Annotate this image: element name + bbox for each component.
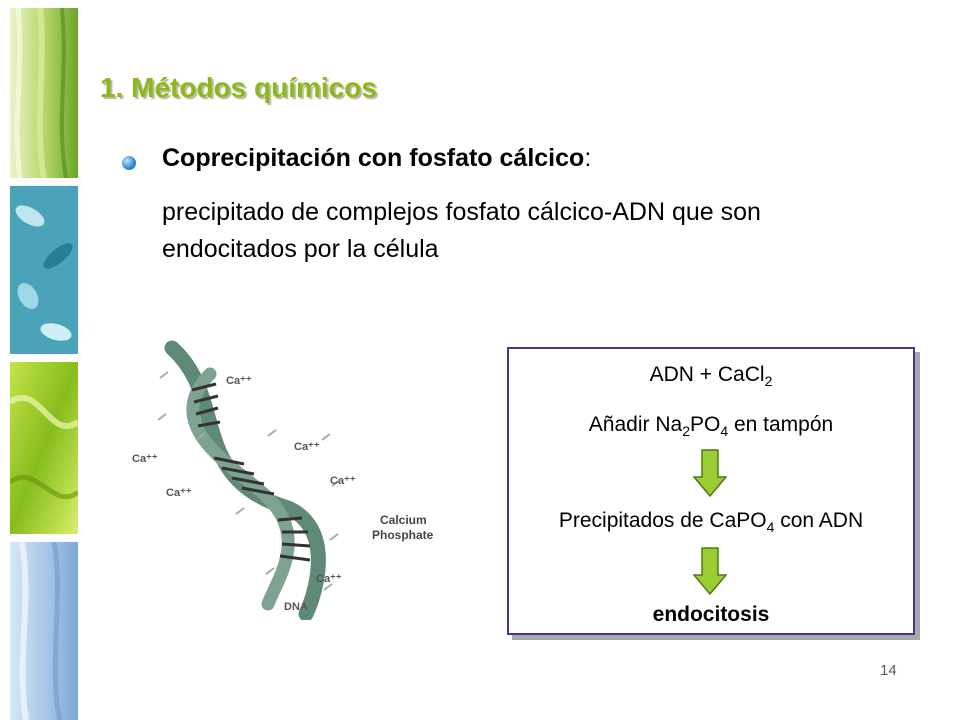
step-add-phosphate: Añadir Na2PO4 en tampón (588, 413, 834, 439)
step-mix: ADN + CaCl2 (649, 363, 773, 389)
step-endocytosis: endocitosis (652, 603, 770, 626)
step-precipitates: Precipitados de CaPO4 con ADN (558, 509, 864, 535)
blue-cells-texture-strip (10, 186, 78, 354)
section-title: 1. Métodos químicos (100, 72, 377, 103)
bullet-icon (122, 156, 136, 170)
bullet-description: precipitado de complejos fosfato cálcico… (162, 198, 761, 263)
bullet-heading: Coprecipitación con fosfato cálcico: (162, 144, 591, 173)
dna-calcium-phosphate-figure: Ca⁺⁺ Ca⁺⁺ Ca⁺⁺ Ca⁺⁺ Ca⁺⁺ Ca⁺⁺ DNA Calciu… (132, 340, 434, 620)
dna-label: DNA (284, 601, 308, 613)
green-texture-strip (10, 8, 78, 178)
dna-helix-icon (157, 340, 341, 620)
down-arrow-icon (693, 449, 727, 497)
ion-label-5: Ca⁺⁺ (166, 487, 192, 499)
ion-label-6: Ca⁺⁺ (316, 573, 342, 585)
protocol-panel: ADN + CaCl2 Añadir Na2PO4 en tampón Prec… (507, 347, 915, 635)
phosphate-label-2: Phosphate (372, 528, 434, 542)
ion-label-3: Ca⁺⁺ (132, 453, 158, 465)
pale-blue-texture-strip (10, 542, 78, 720)
page-number: 14 (880, 662, 897, 679)
down-arrow-icon (693, 547, 727, 595)
heading-bold: Coprecipitación con fosfato cálcico (162, 144, 585, 172)
ion-label-4: Ca⁺⁺ (330, 475, 356, 487)
lime-texture-strip (10, 362, 78, 534)
heading-suffix: : (584, 144, 592, 172)
ion-label-2: Ca⁺⁺ (294, 441, 320, 453)
phosphate-label-1: Calcium (380, 513, 427, 527)
ion-label-1: Ca⁺⁺ (226, 375, 252, 387)
